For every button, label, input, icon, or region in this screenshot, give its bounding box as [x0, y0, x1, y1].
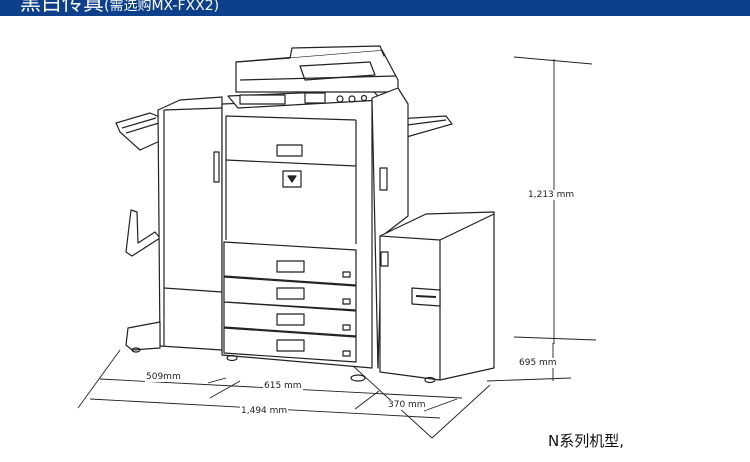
finisher-lower-tray — [125, 209, 161, 257]
large-capacity-tray — [379, 211, 495, 381]
paper-drawers — [223, 241, 357, 363]
finisher-upper-tray — [115, 112, 163, 151]
section-header-bar: 黑白传真(需选购MX-FXX2) — [0, 0, 750, 16]
section-subtitle: (需选购MX-FXX2) — [104, 0, 220, 14]
main-unit-width-label: 615 mm — [263, 381, 303, 391]
cabinet-width-label: 370 mm — [387, 400, 427, 410]
height-dimension-label: 1,213 mm — [527, 190, 576, 200]
finisher-width-label: 509mm — [145, 372, 182, 382]
section-title: 黑白传真(需选购MX-FXX2) — [20, 0, 220, 15]
copier-right-side — [371, 87, 409, 369]
total-width-label: 1,494 mm — [240, 406, 289, 416]
depth-dimension-label: 695 mm — [518, 358, 558, 368]
footnote: N系列机型, — [548, 432, 624, 450]
mfp-dimension-illustration — [77, 45, 597, 439]
document-feeder — [235, 45, 399, 93]
casters — [226, 354, 436, 384]
